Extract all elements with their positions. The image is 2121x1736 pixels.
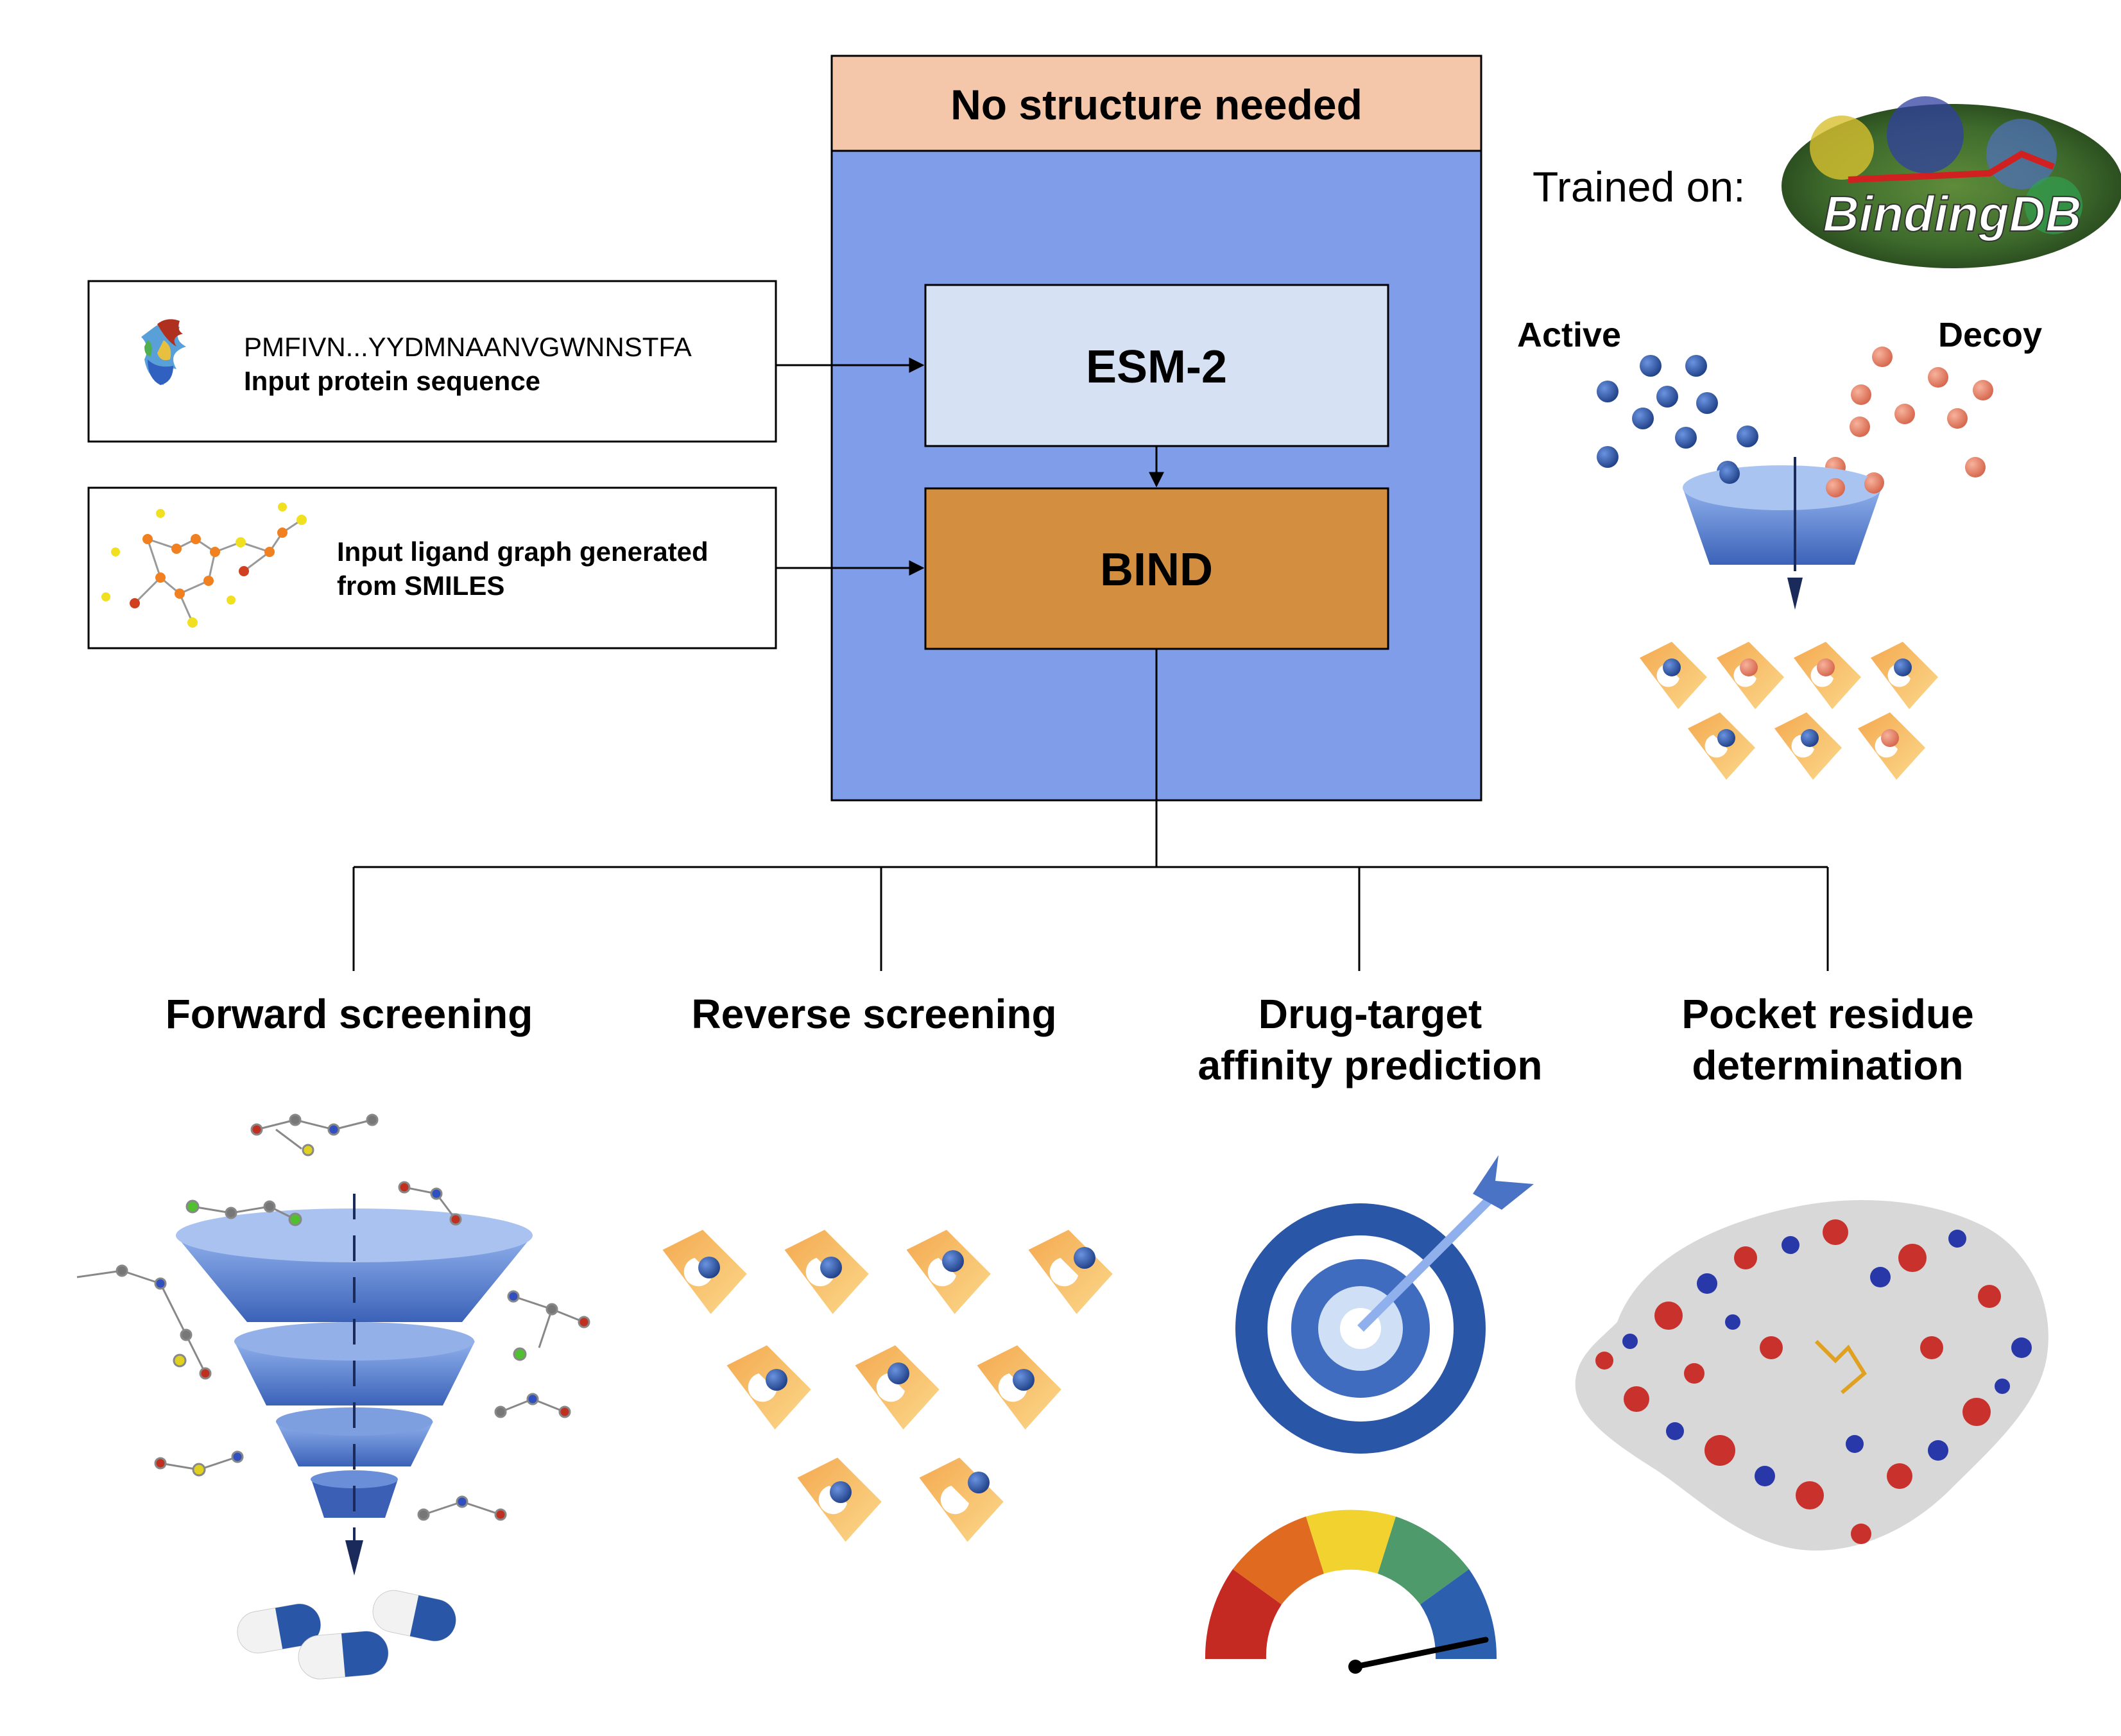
decoy-label: Decoy bbox=[1938, 316, 2042, 354]
active-label: Active bbox=[1517, 316, 1621, 354]
affinity-gauge-icon bbox=[1205, 1509, 1497, 1674]
ligand-atoms bbox=[101, 503, 307, 628]
pill-capsules-icon bbox=[237, 1590, 456, 1680]
esm-label: ESM-2 bbox=[1086, 341, 1227, 393]
protein-structure-icon bbox=[141, 319, 186, 385]
reverse-screening-pockets-icon bbox=[662, 1230, 1113, 1542]
ligand-input-box bbox=[87, 486, 777, 649]
ligand-caption-line2: from SMILES bbox=[337, 571, 504, 601]
filtered-pockets-grid bbox=[1640, 642, 1938, 780]
app-label-forward-screening: Forward screening bbox=[166, 991, 533, 1037]
app-label-pocket-line2: determination bbox=[1692, 1042, 1963, 1088]
protein-surface-icon bbox=[1575, 1200, 2048, 1551]
bindingdb-logo-text: BindingDB bbox=[1823, 185, 2082, 242]
app-label-pocket-line1: Pocket residue bbox=[1681, 991, 1973, 1037]
target-dart-icon bbox=[1235, 1155, 1534, 1454]
app-label-dta-line2: affinity prediction bbox=[1198, 1042, 1543, 1088]
filter-funnel-icon bbox=[1683, 457, 1884, 610]
active-molecules bbox=[1597, 355, 1758, 483]
app-label-dta-line1: Drug-target bbox=[1258, 991, 1482, 1037]
forward-screening-funnel-icon bbox=[176, 1194, 533, 1576]
bind-label: BIND bbox=[1100, 544, 1213, 596]
esm-box bbox=[924, 284, 1389, 447]
header-box bbox=[830, 55, 1482, 152]
branch-connectors bbox=[352, 649, 1829, 971]
bindingdb-logo: BindingDB bbox=[1782, 96, 2121, 268]
ligand-caption-line1: Input ligand graph generated bbox=[337, 537, 708, 567]
protein-input-box bbox=[87, 280, 777, 443]
protein-caption: Input protein sequence bbox=[244, 366, 540, 396]
trained-on-label: Trained on: bbox=[1533, 163, 1745, 211]
screening-molecules-icon bbox=[76, 1113, 590, 1521]
protein-sequence: PMFIVN...YYDMNAANVGWNNSTFA bbox=[244, 332, 692, 362]
header-title: No structure needed bbox=[950, 81, 1362, 128]
decoy-molecules bbox=[1825, 347, 1993, 493]
bind-box bbox=[924, 487, 1389, 650]
app-label-reverse-screening: Reverse screening bbox=[691, 991, 1056, 1037]
